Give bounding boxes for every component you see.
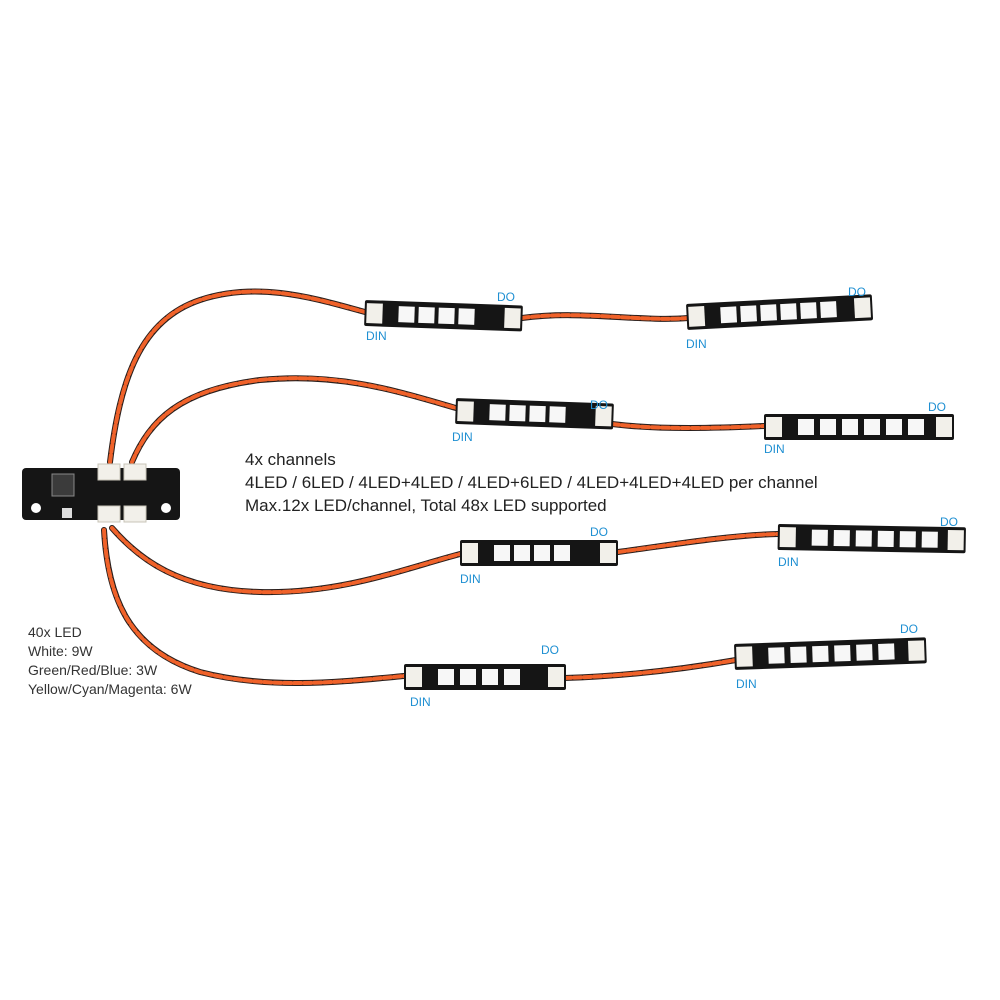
led-caption: 40x LED White: 9W Green/Red/Blue: 3W Yel… — [28, 623, 192, 699]
led-hub-board-icon — [22, 463, 180, 523]
din-label: DIN — [460, 572, 481, 586]
din-label: DIN — [764, 442, 785, 456]
do-label: DO — [940, 515, 958, 529]
wire-group — [101, 288, 781, 687]
caption-line: 40x LED — [28, 624, 82, 640]
led-strip-board-icon — [364, 294, 966, 690]
wire-channel-4 — [101, 527, 739, 687]
caption-line: Max.12x LED/channel, Total 48x LED suppo… — [245, 496, 607, 515]
din-label: DIN — [366, 329, 387, 343]
din-label: DIN — [410, 695, 431, 709]
wire-channel-1 — [107, 288, 691, 465]
wire-channel-2 — [129, 375, 767, 465]
do-label: DO — [848, 285, 866, 299]
do-label: DO — [590, 398, 608, 412]
do-label: DO — [497, 290, 515, 304]
caption-line: Yellow/Cyan/Magenta: 6W — [28, 681, 192, 697]
caption-line: Green/Red/Blue: 3W — [28, 662, 158, 678]
caption-line: 4x channels — [245, 450, 336, 469]
do-label: DO — [900, 622, 918, 636]
caption-line: White: 9W — [28, 643, 93, 659]
do-label: DO — [590, 525, 608, 539]
caption-line: 4LED / 6LED / 4LED+4LED / 4LED+6LED / 4L… — [245, 473, 818, 492]
din-label: DIN — [778, 555, 799, 569]
do-label: DO — [928, 400, 946, 414]
din-label: DIN — [686, 337, 707, 351]
din-label: DIN — [736, 677, 757, 691]
wire-channel-3 — [109, 525, 781, 596]
din-label: DIN — [452, 430, 473, 444]
do-label: DO — [541, 643, 559, 657]
pin-labels: DIN DO DIN DO DIN DO DIN DO DIN DO DIN D… — [366, 285, 958, 709]
channels-caption: 4x channels 4LED / 6LED / 4LED+4LED / 4L… — [245, 448, 818, 517]
